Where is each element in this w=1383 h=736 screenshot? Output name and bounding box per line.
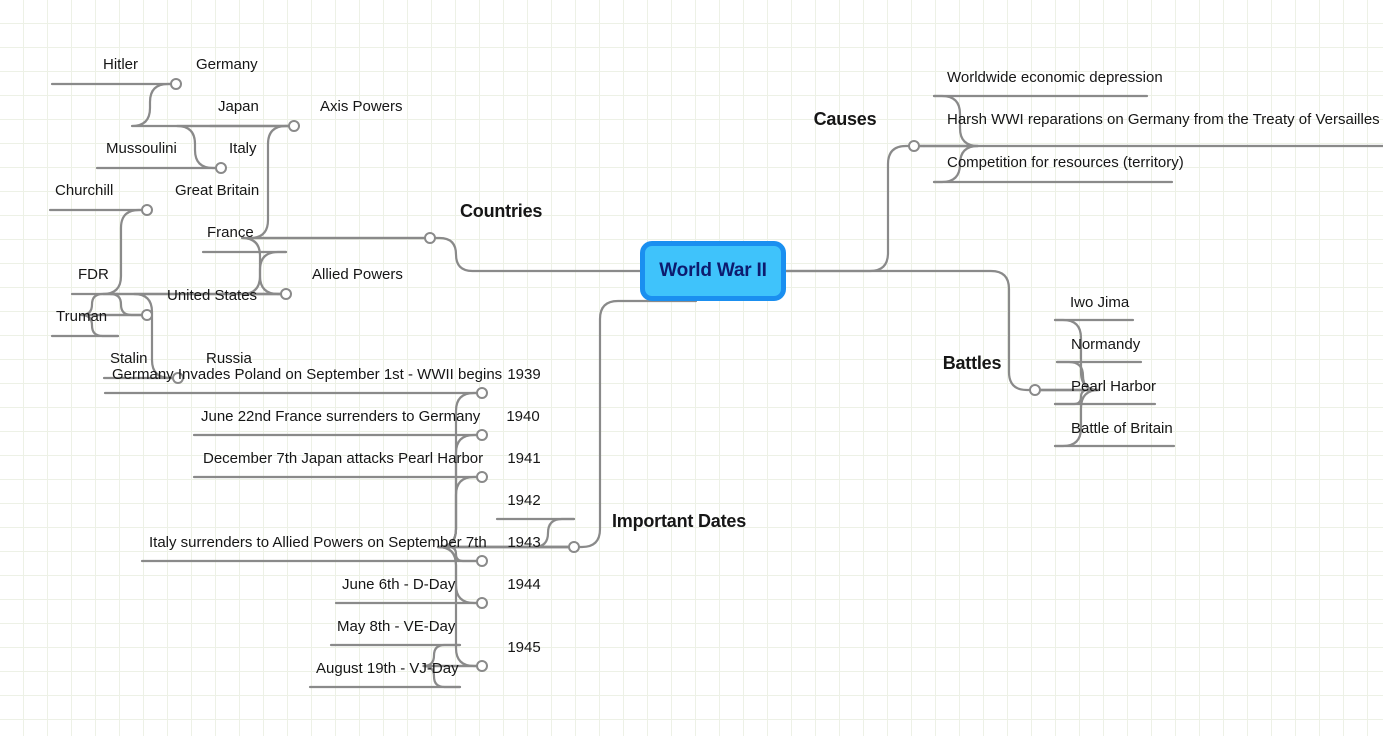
node-label-june-22nd-france-surrenders-to-germany: June 22nd France surrenders to Germany [201,408,481,425]
node-label-1942: 1942 [507,492,541,509]
node-dot-battles[interactable] [1029,384,1041,396]
node-dot-1945[interactable] [476,660,488,672]
node-label-mussoulini: Mussoulini [106,140,177,157]
node-dot-1941[interactable] [476,471,488,483]
node-label-germany: Germany [196,56,258,73]
node-label-1945: 1945 [507,639,541,656]
node-label-russia: Russia [206,350,252,367]
node-label-1944: 1944 [507,576,541,593]
node-label-allied-powers: Allied Powers [312,266,403,283]
node-label-fdr: FDR [78,266,109,283]
node-label-important-dates: Important Dates [611,511,747,531]
node-label-1940: 1940 [506,408,540,425]
node-dot-allied-powers[interactable] [280,288,292,300]
node-label-causes: Causes [813,109,877,129]
root-node-label: World War II [659,260,767,281]
node-label-normandy: Normandy [1071,336,1141,353]
node-dot-russia[interactable] [172,372,184,384]
node-label-churchill: Churchill [55,182,114,199]
node-label-worldwide-economic-depression: Worldwide economic depression [947,69,1163,86]
node-dot-1944[interactable] [476,597,488,609]
node-label-1941: 1941 [507,450,541,467]
node-label-stalin: Stalin [110,350,148,367]
node-label-battle-of-britain: Battle of Britain [1071,420,1173,437]
node-label-great-britain: Great Britain [175,182,260,199]
node-label-1939: 1939 [507,366,541,383]
root-node[interactable]: World War II [640,241,786,301]
node-label-pearl-harbor: Pearl Harbor [1071,378,1157,395]
node-label-germany-invades-poland-on-september-1st-: Germany Invades Poland on September 1st … [112,366,503,383]
node-dot-1939[interactable] [476,387,488,399]
node-label-august-19th-vj-day: August 19th - VJ-Day [316,660,459,677]
node-dot-germany[interactable] [170,78,182,90]
node-label-competition-for-resources-territory: Competition for resources (territory) [947,154,1184,171]
node-label-italy: Italy [229,140,257,157]
node-label-france: France [207,224,254,241]
node-dot-axis-powers[interactable] [288,120,300,132]
node-label-axis-powers: Axis Powers [320,98,403,115]
node-dot-causes[interactable] [908,140,920,152]
node-dot-1940[interactable] [476,429,488,441]
node-dot-1943[interactable] [476,555,488,567]
node-dot-italy[interactable] [215,162,227,174]
node-label-1943: 1943 [507,534,541,551]
node-label-truman: Truman [56,308,108,325]
node-label-june-6th-d-day: June 6th - D-Day [342,576,456,593]
node-dot-great-britain[interactable] [141,204,153,216]
node-label-japan: Japan [218,98,259,115]
node-label-italy-surrenders-to-allied-powers-on-sep: Italy surrenders to Allied Powers on Sep… [149,534,487,551]
node-label-may-8th-ve-day: May 8th - VE-Day [337,618,456,635]
node-dot-united-states[interactable] [141,309,153,321]
node-label-harsh-wwi-reparations-on-germany-from-th: Harsh WWI reparations on Germany from th… [947,111,1380,128]
node-label-countries: Countries [460,201,543,221]
node-label-iwo-jima: Iwo Jima [1070,294,1130,311]
node-label-hitler: Hitler [103,56,139,73]
node-label-december-7th-japan-attacks-pearl-harbor: December 7th Japan attacks Pearl Harbor [203,450,484,467]
node-dot-countries[interactable] [424,232,436,244]
node-dot-important-dates[interactable] [568,541,580,553]
node-label-united-states: United States [167,287,258,304]
node-label-battles: Battles [942,353,1002,373]
